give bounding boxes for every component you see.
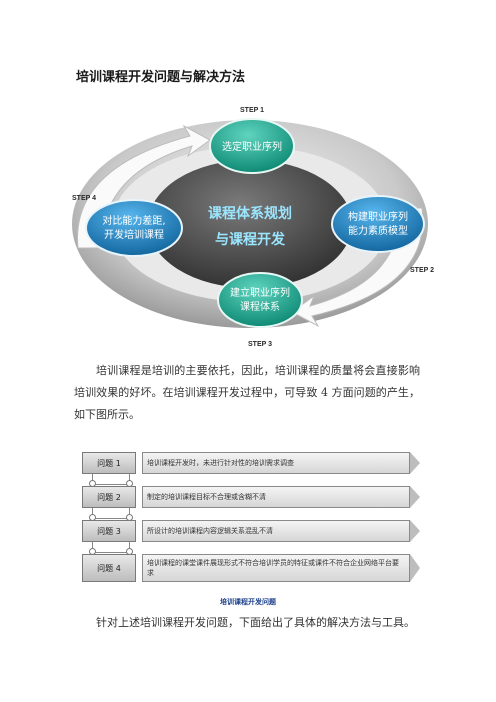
problem-2-text: 制定的培训课程目标不合理或含糊不清	[142, 486, 410, 508]
problem-2-arrow	[410, 486, 420, 508]
problem-4-tag: 问题 4	[82, 554, 136, 582]
problem-3-text: 所设计的培训课程内容逻辑关系混乱不清	[142, 520, 410, 542]
step2-text-line2: 能力素质模型	[348, 224, 408, 237]
intro-paragraph: 培训课程是培训的主要依托，因此，培训课程的质量将会直接影响培训效果的好坏。在培训…	[74, 364, 420, 421]
step3-node	[217, 272, 303, 328]
problem-4-arrow	[410, 554, 420, 582]
step3-text-line1: 建立职业序列	[230, 286, 290, 299]
step2-node	[331, 195, 425, 253]
step1-text: 选定职业序列	[222, 140, 282, 153]
problem-row-2: 问题 2 制定的培训课程目标不合理或含糊不清	[82, 486, 420, 521]
step4-text-line2: 开发培训课程	[104, 228, 164, 241]
problem-row-4: 问题 4 培训课程的课堂课件展现形式不符合培训学员的特征或课件不符合企业网络平台…	[82, 554, 420, 582]
document-title: 培训课程开发问题与解决方法	[76, 70, 246, 85]
problem-3-connector	[89, 542, 133, 555]
step4-node	[85, 199, 183, 257]
step3-label: STEP 3	[248, 341, 272, 348]
step4-text-line1: 对比能力差距,	[102, 214, 165, 227]
problem-1-text: 培训课程开发时，未进行针对性的培训需求调查	[142, 452, 410, 474]
step1-label: STEP 1	[240, 107, 264, 114]
core-label-line1: 课程体系规划	[208, 205, 292, 222]
problem-2-tag: 问题 2	[82, 486, 136, 508]
closing-paragraph: 针对上述培训课程开发问题，下面给出了具体的解决方法与工具。	[96, 616, 415, 629]
problem-2-connector	[89, 508, 133, 521]
problem-row-1: 问题 1 培训课程开发时，未进行针对性的培训需求调查	[82, 452, 420, 487]
step4-label: STEP 4	[72, 195, 96, 202]
step3-text-line2: 课程体系	[240, 301, 280, 313]
cycle-diagram: 课程体系规划 与课程开发 选定职业序列 STEP 1 构建职业序列 能力素质模型…	[60, 98, 440, 350]
problem-4-text: 培训课程的课堂课件展现形式不符合培训学员的特征或课件不符合企业网络平台要求	[142, 554, 410, 582]
problems-caption: 培训课程开发问题	[220, 598, 276, 606]
problem-1-connector	[89, 474, 133, 487]
step1-node	[209, 118, 295, 174]
step2-text-line1: 构建职业序列	[348, 210, 408, 223]
problems-diagram: 问题 1 培训课程开发时，未进行针对性的培训需求调查 问题 2 制定的培训课程目…	[82, 452, 420, 594]
cycle-diagram-svg: 课程体系规划 与课程开发 选定职业序列 STEP 1 构建职业序列 能力素质模型…	[72, 107, 434, 348]
problem-row-3: 问题 3 所设计的培训课程内容逻辑关系混乱不清	[82, 520, 420, 555]
core-circle	[148, 160, 352, 288]
step2-label: STEP 2	[410, 267, 434, 274]
problem-3-tag: 问题 3	[82, 520, 136, 542]
problem-3-arrow	[410, 520, 420, 542]
problem-1-tag: 问题 1	[82, 452, 136, 474]
problem-1-arrow	[410, 452, 420, 474]
core-label-line2: 与课程开发	[215, 231, 286, 248]
